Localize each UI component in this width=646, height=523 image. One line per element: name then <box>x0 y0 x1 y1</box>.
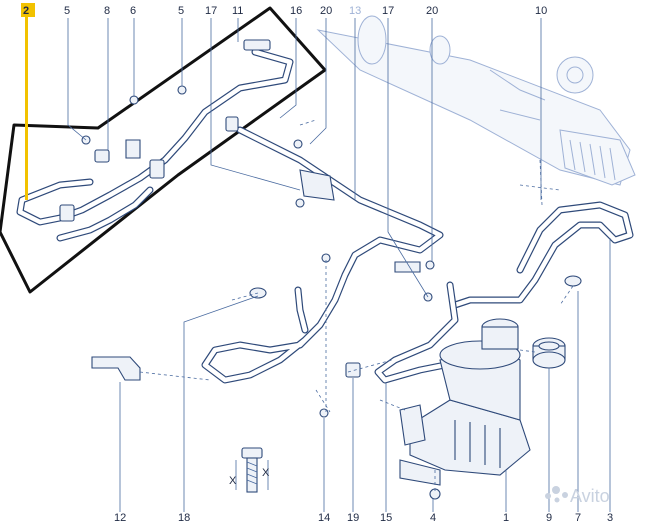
fasteners <box>59 39 582 500</box>
callout-8: 8 <box>104 5 110 17</box>
callout-3: 3 <box>607 512 613 523</box>
callout-17: 17 <box>382 5 394 17</box>
callout-15: 15 <box>380 512 392 523</box>
mounting-bracket-12 <box>91 356 141 381</box>
watermark-text: Avito <box>570 486 610 506</box>
callout-5: 5 <box>178 5 184 17</box>
avito-watermark: Avito <box>545 486 610 506</box>
callout-7: 7 <box>575 512 581 523</box>
union-nut-icon <box>225 116 239 132</box>
reservoir-cap-9 <box>532 337 566 369</box>
measure-mark-x: X <box>229 475 237 487</box>
measure-mark-x: X <box>262 467 270 479</box>
callout-14: 14 <box>318 512 330 523</box>
callout-10: 10 <box>535 5 547 17</box>
callout-18: 18 <box>178 512 190 523</box>
bracket-icon <box>125 139 141 159</box>
callout-leaders <box>67 18 611 512</box>
callout-17: 17 <box>205 5 217 17</box>
callout-1: 1 <box>503 512 509 523</box>
callout-20: 20 <box>426 5 438 17</box>
callout-12: 12 <box>114 512 126 523</box>
callout-6: 6 <box>130 5 136 17</box>
assembly-2-highlight-outline <box>0 6 327 294</box>
high-pressure-hose-assembly <box>16 48 294 242</box>
bolt-icon <box>295 198 305 208</box>
bracket-icon <box>394 261 421 273</box>
highlight-bar <box>25 14 28 200</box>
bolt-length-detail: X X <box>229 447 270 493</box>
hose-clamp-icon <box>564 275 582 287</box>
callout-2: 2 <box>23 5 29 17</box>
clip-icon <box>149 159 165 179</box>
highlight-badge <box>21 3 35 17</box>
clip-icon <box>345 362 361 378</box>
clip-icon <box>59 204 75 222</box>
dashed-leaders <box>139 119 574 494</box>
callout-9: 9 <box>546 512 552 523</box>
bolt-icon <box>319 408 329 418</box>
bolt-icon <box>129 95 139 105</box>
bolt-icon <box>293 139 303 149</box>
fitting-icon <box>243 39 271 51</box>
steering-rack-background <box>316 15 636 186</box>
return-hose-assembly <box>201 126 444 384</box>
bolt-icon <box>177 85 187 95</box>
bolt-icon <box>425 260 435 270</box>
callout-11: 11 <box>232 5 243 17</box>
callout-20: 20 <box>320 5 332 17</box>
reservoir-feed-hose <box>374 201 634 384</box>
bracket-icon <box>299 169 335 201</box>
electric-pump-unit <box>399 318 531 486</box>
clip-icon <box>94 149 110 163</box>
callout-4: 4 <box>430 512 436 523</box>
callout-19: 19 <box>347 512 359 523</box>
callout-13: 13 <box>349 5 361 17</box>
callout-16: 16 <box>290 5 302 17</box>
callout-5: 5 <box>64 5 70 17</box>
